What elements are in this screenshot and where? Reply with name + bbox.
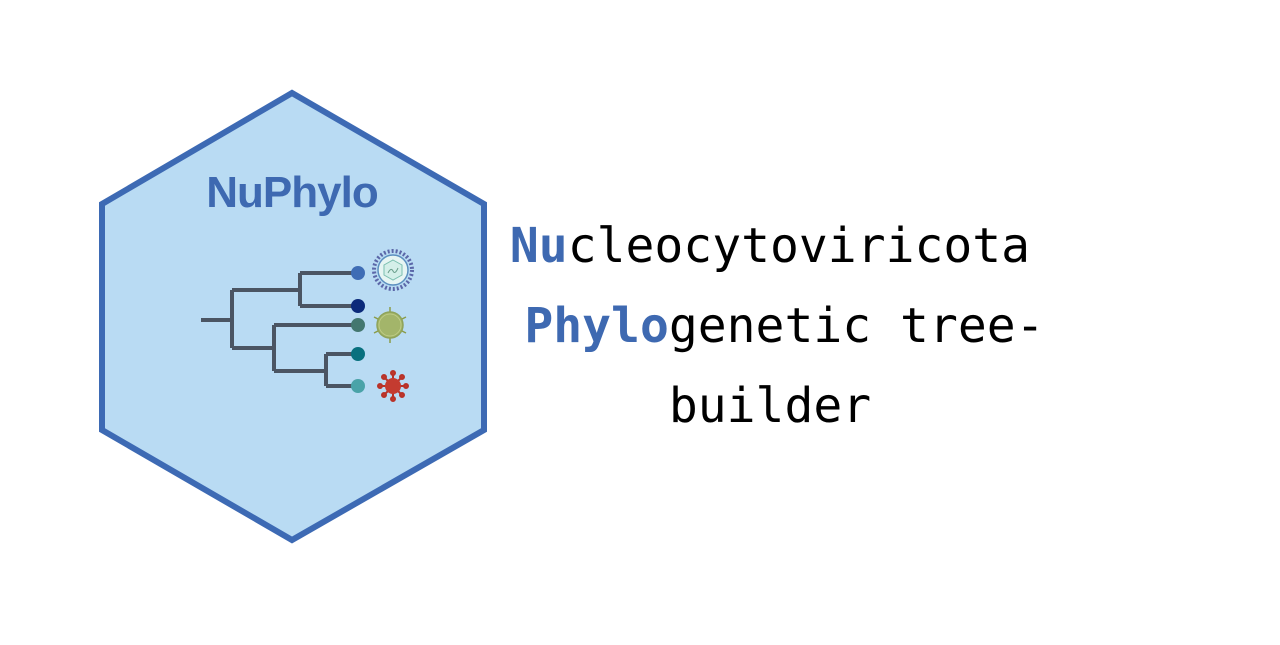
tagline-line-3: builder (668, 378, 872, 434)
red-coronavirus-icon (377, 370, 409, 402)
tagline-rest-1: cleocytoviricota (567, 218, 1031, 274)
tagline-line-1: Nucleocytoviricota (490, 206, 1050, 286)
logo-title: NuPhylo (206, 168, 378, 217)
tagline-rest-2: genetic tree- (668, 298, 1045, 354)
tree-tip-nodes (351, 266, 365, 393)
green-virus-icon (373, 307, 407, 343)
tagline-accent-phylo: Phylo (524, 298, 669, 354)
tagline-accent-nu: Nu (509, 218, 568, 274)
hexagon-badge (99, 89, 487, 544)
tagline: Nucleocytoviricota Phylogenetic tree- bu… (490, 206, 1050, 446)
tip-node-3 (351, 318, 365, 332)
tip-node-1 (351, 266, 365, 280)
tip-node-5 (351, 379, 365, 393)
tagline-line-2: Phylogenetic tree- (490, 286, 1050, 366)
tip-node-2 (351, 299, 365, 313)
tip-node-4 (351, 347, 365, 361)
enveloped-virus-icon (372, 249, 414, 291)
phylogenetic-tree-icon (201, 271, 358, 388)
